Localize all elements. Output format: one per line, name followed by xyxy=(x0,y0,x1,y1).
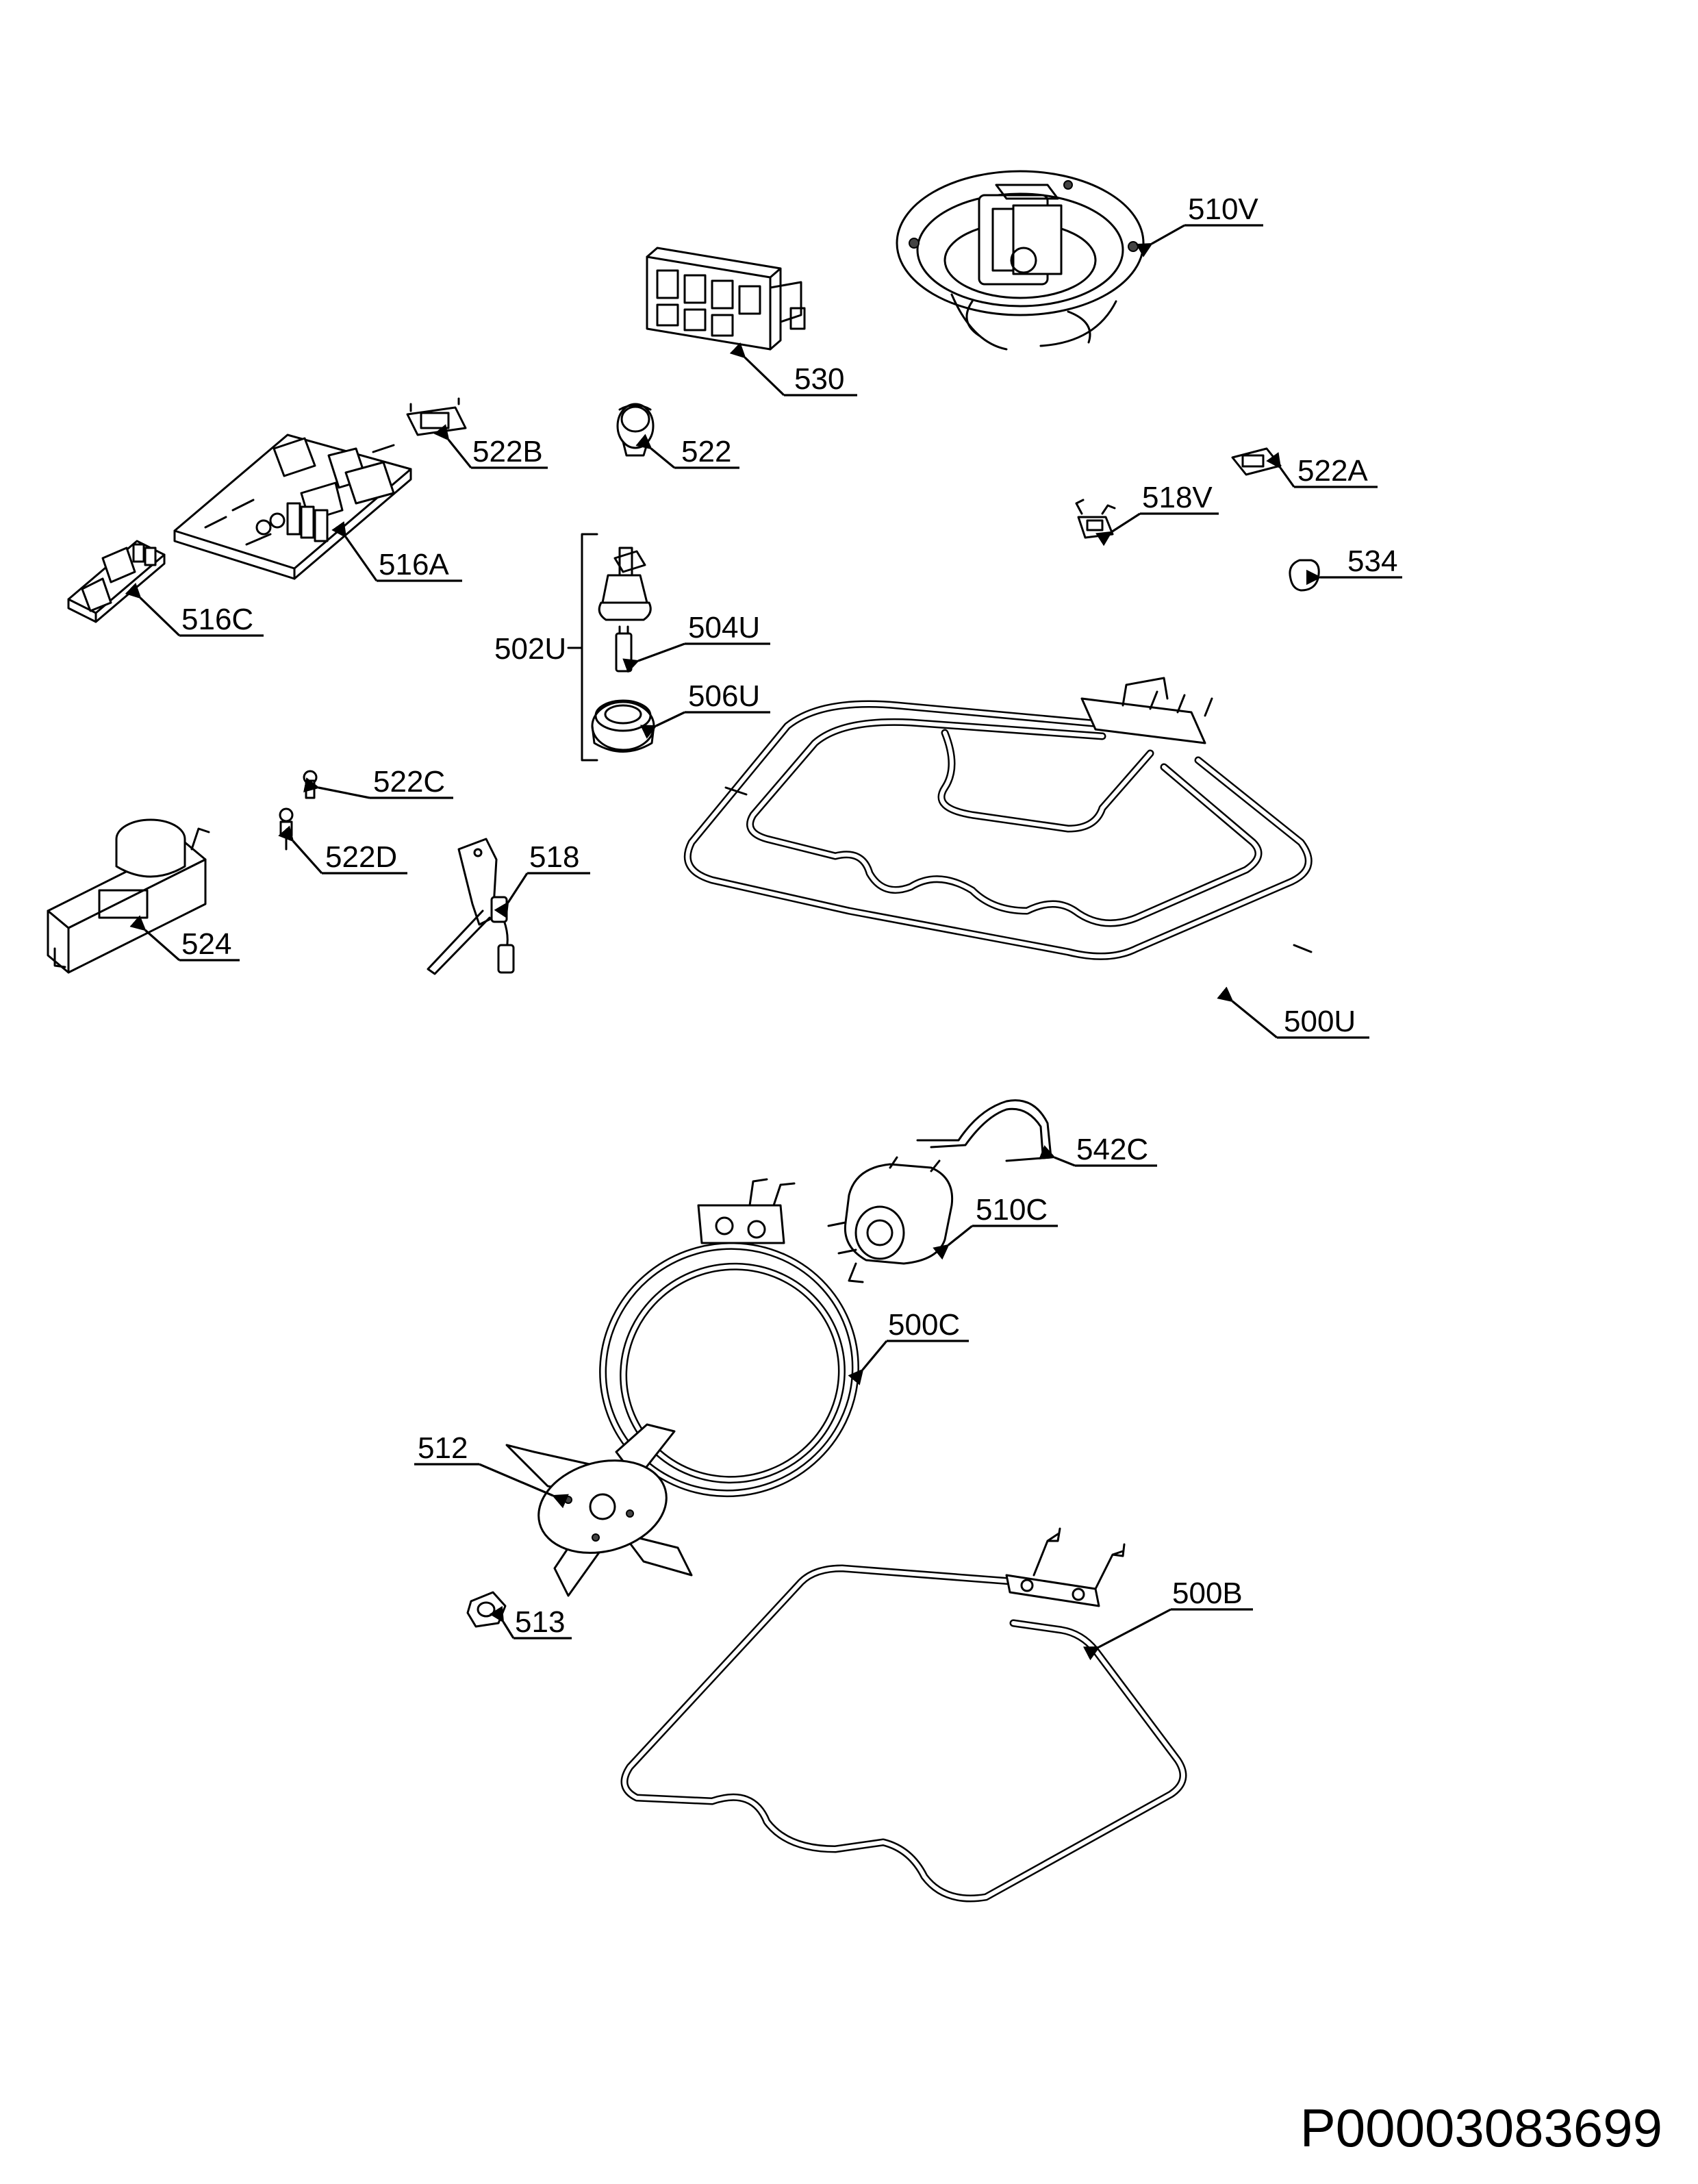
svg-text:513: 513 xyxy=(515,1605,565,1639)
callout-516A: 516A xyxy=(331,521,462,582)
part-542C-clip xyxy=(916,1099,1052,1162)
svg-text:522C: 522C xyxy=(373,765,445,799)
part-506U-bezel xyxy=(591,699,655,753)
part-522B-clip xyxy=(406,397,467,436)
callout-500U: 500U xyxy=(1217,986,1369,1039)
callout-534: 534 xyxy=(1306,544,1402,586)
svg-text:542C: 542C xyxy=(1076,1133,1148,1166)
callout-516C: 516C xyxy=(125,582,264,637)
callout-512: 512 xyxy=(414,1431,569,1509)
svg-text:510V: 510V xyxy=(1188,192,1258,226)
part-504U-spindle xyxy=(615,625,633,673)
part-518-sensor xyxy=(427,838,515,975)
part-513-nut xyxy=(466,1591,507,1628)
part-522C-screw xyxy=(303,770,318,799)
part-522D-screw xyxy=(279,807,294,851)
callout-504U: 504U xyxy=(622,611,770,673)
callout-513: 513 xyxy=(489,1605,572,1640)
part-502U-bracket xyxy=(567,533,598,762)
part-516C-relay-board xyxy=(67,540,166,623)
part-500C-circular-element xyxy=(599,1178,859,1498)
svg-text:516A: 516A xyxy=(379,548,449,581)
part-500B-bottom-element xyxy=(620,1527,1187,1903)
callout-542C: 542C xyxy=(1039,1133,1157,1167)
svg-text:510C: 510C xyxy=(976,1193,1048,1227)
callout-522D: 522D xyxy=(278,825,407,875)
callout-522A: 522A xyxy=(1266,452,1378,488)
callout-522B: 522B xyxy=(433,424,548,469)
svg-text:524: 524 xyxy=(181,927,231,961)
callout-518V: 518V xyxy=(1095,481,1219,547)
part-510V-cooling-fan xyxy=(896,170,1145,351)
part-530-terminal-block xyxy=(646,247,806,351)
callout-500C: 500C xyxy=(848,1308,969,1385)
svg-text:530: 530 xyxy=(794,362,844,396)
svg-text:502U: 502U xyxy=(494,632,566,666)
part-512-fan-blade xyxy=(505,1423,693,1597)
svg-text:522B: 522B xyxy=(472,435,543,468)
part-500U-top-element xyxy=(683,677,1313,960)
svg-text:534: 534 xyxy=(1347,544,1397,578)
svg-text:522: 522 xyxy=(681,435,731,468)
part-522A-clip xyxy=(1231,447,1282,476)
svg-text:518: 518 xyxy=(529,840,579,874)
svg-text:522D: 522D xyxy=(325,840,397,874)
callout-502U: 502U xyxy=(494,632,566,666)
part-534-lamp-cover xyxy=(1289,559,1320,592)
part-510C-fan-motor xyxy=(827,1156,954,1283)
callout-510C: 510C xyxy=(933,1193,1058,1260)
document-id: P00003083699 xyxy=(1300,2098,1662,2158)
callout-518: 518 xyxy=(494,840,590,919)
callout-530: 530 xyxy=(729,342,857,397)
callout-506U: 506U xyxy=(639,679,770,739)
callout-510V: 510V xyxy=(1135,192,1263,258)
svg-text:506U: 506U xyxy=(688,679,760,713)
part-518V-bracket xyxy=(1075,499,1116,539)
part-516A-control-board xyxy=(173,434,412,580)
svg-text:522A: 522A xyxy=(1297,454,1368,488)
svg-text:500U: 500U xyxy=(1284,1005,1356,1038)
callout-500B: 500B xyxy=(1082,1577,1253,1661)
callout-522C: 522C xyxy=(303,765,453,799)
callout-524: 524 xyxy=(129,915,240,962)
svg-text:516C: 516C xyxy=(181,603,253,636)
svg-text:500C: 500C xyxy=(888,1308,960,1342)
svg-text:512: 512 xyxy=(418,1431,468,1465)
part-522-lamp-holder xyxy=(616,403,655,457)
svg-text:518V: 518V xyxy=(1142,481,1213,514)
callout-522: 522 xyxy=(635,434,739,469)
svg-text:504U: 504U xyxy=(688,611,760,644)
part-502U-knob xyxy=(598,547,652,621)
svg-text:500B: 500B xyxy=(1172,1577,1243,1610)
